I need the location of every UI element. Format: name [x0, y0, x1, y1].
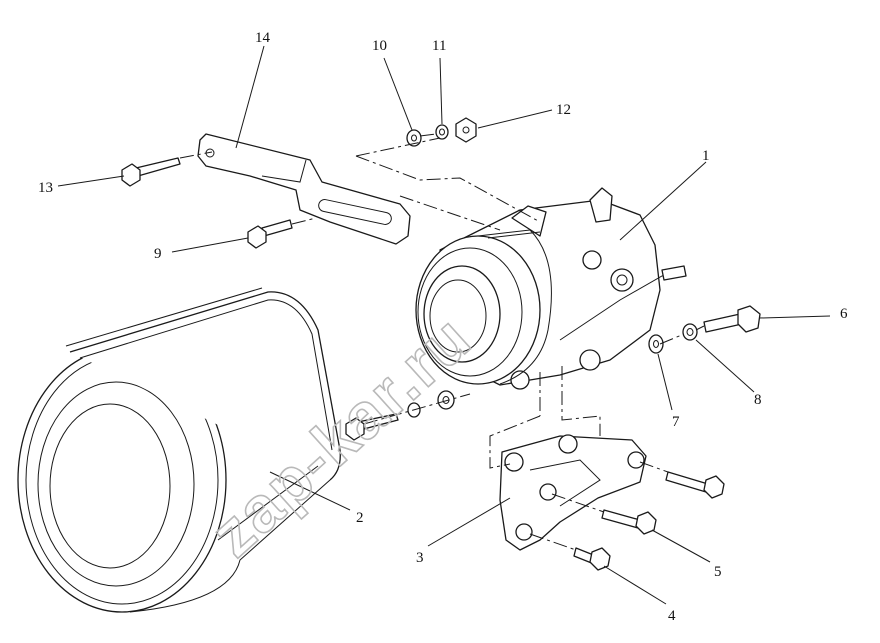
assembly-lines [179, 133, 705, 551]
callout-labels: 1 2 3 4 5 6 7 8 9 10 11 12 13 14 [38, 30, 848, 624]
callout-8: 8 [754, 392, 762, 408]
callout-13: 13 [38, 180, 53, 196]
leader-lines [57, 45, 831, 605]
lock-washer-8 [682, 323, 698, 341]
bolt-5 [601, 509, 657, 535]
washer-7 [648, 334, 664, 354]
ac-compressor [415, 187, 687, 390]
callout-12: 12 [556, 102, 571, 118]
bolt-9 [247, 219, 293, 249]
callout-11: 11 [432, 38, 446, 54]
callout-6: 6 [840, 306, 848, 322]
callout-1: 1 [702, 148, 710, 164]
bolt-5-upper [665, 471, 725, 499]
callout-10: 10 [372, 38, 387, 54]
bolt-pulley-side [345, 390, 455, 441]
bolt-13 [121, 157, 181, 187]
callout-3: 3 [416, 550, 424, 566]
drive-belt [17, 287, 341, 613]
upper-mounting-bracket [197, 133, 411, 245]
lock-washer-11 [435, 124, 449, 140]
callout-4: 4 [668, 608, 676, 624]
callout-14: 14 [255, 30, 271, 46]
nut-12 [455, 117, 477, 143]
callout-7: 7 [672, 414, 680, 430]
callout-9: 9 [154, 246, 162, 262]
callout-5: 5 [714, 564, 722, 580]
bolt-6 [703, 305, 761, 333]
bolt-4 [573, 547, 611, 571]
callout-2: 2 [356, 510, 364, 526]
washer-10 [406, 129, 422, 147]
lower-mounting-bracket [499, 434, 647, 551]
